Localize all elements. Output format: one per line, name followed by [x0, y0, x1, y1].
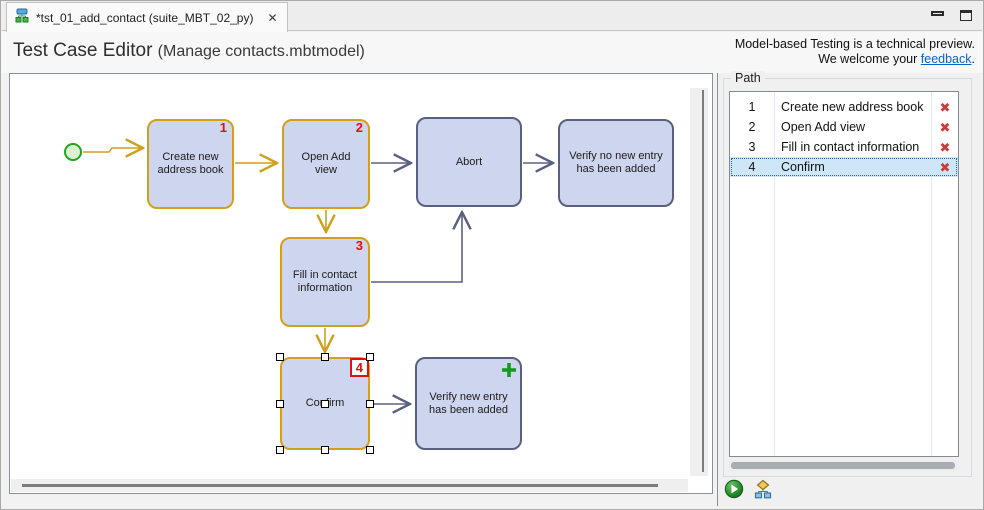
start-node[interactable] [64, 143, 82, 161]
tab-strip: *tst_01_add_contact (suite_MBT_02_py) ✕ [2, 1, 982, 32]
node-create-new-address-book[interactable]: 1 Create new address book [147, 119, 234, 209]
path-step-row-selected[interactable]: 4 Confirm ✖ [730, 157, 958, 177]
node-abort[interactable]: Abort [416, 117, 522, 207]
canvas-horizontal-scrollbar[interactable] [11, 479, 688, 492]
horizontal-scroll-thumb[interactable] [22, 484, 658, 487]
selection-handle[interactable] [276, 353, 284, 361]
notice-line2: We welcome your feedback. [818, 52, 975, 66]
node-fill-in-contact-information[interactable]: 3 Fill in contact information [280, 237, 370, 327]
node-verify-no-new-entry[interactable]: Verify no new entry has been added [558, 119, 674, 207]
page-title: Test Case Editor (Manage contacts.mbtmod… [13, 40, 365, 61]
maximize-icon[interactable] [960, 10, 972, 21]
diagram-canvas[interactable]: 1 Create new address book 2 Open Add vie… [9, 73, 713, 494]
page-subtitle: (Manage contacts.mbtmodel) [157, 43, 365, 60]
step-number-badge: 1 [219, 120, 227, 135]
editor-header: Test Case Editor (Manage contacts.mbtmod… [1, 32, 983, 73]
connector-start-to-create[interactable] [83, 148, 143, 152]
selection-handle[interactable] [276, 446, 284, 454]
connector-layer [83, 74, 700, 474]
node-confirm[interactable]: 4 Confirm [276, 353, 374, 454]
path-step-row[interactable]: 3 Fill in contact information ✖ [730, 137, 958, 157]
path-steps-table[interactable]: 1 Create new address book ✖ 2 Open Add v… [729, 91, 959, 457]
selection-handle[interactable] [366, 353, 374, 361]
path-table-scroll-thumb[interactable] [731, 462, 955, 469]
model-tree-icon-button[interactable] [753, 479, 773, 499]
path-step-row[interactable]: 1 Create new address book ✖ [730, 97, 958, 117]
step-number-badge-boxed: 4 [349, 358, 369, 377]
vertical-scroll-thumb[interactable] [702, 90, 704, 472]
step-number-badge: 2 [355, 120, 363, 135]
tab-close-icon[interactable]: ✕ [267, 10, 278, 25]
node-label: Create new address book [157, 151, 224, 176]
path-step-row[interactable]: 2 Open Add view ✖ [730, 117, 958, 137]
feedback-link[interactable]: feedback [920, 52, 972, 66]
step-index: 3 [748, 140, 756, 154]
step-label: Open Add view [781, 120, 866, 134]
path-panel: Path 1 Create new address book ✖ 2 Open … [717, 71, 980, 506]
node-label: Open Add view [301, 151, 351, 176]
selection-handle[interactable] [366, 399, 374, 408]
step-number-badge: 3 [355, 238, 363, 253]
minimize-icon[interactable] [931, 11, 944, 16]
delete-step-icon[interactable]: ✖ [939, 159, 951, 175]
step-index: 4 [748, 160, 756, 174]
path-table-scrollbar[interactable] [729, 460, 959, 471]
step-index: 1 [748, 100, 756, 114]
step-label: Fill in contact information [781, 140, 920, 154]
step-label: Confirm [781, 160, 825, 174]
path-groupbox: Path 1 Create new address book ✖ 2 Open … [723, 71, 972, 477]
connector-fillin-to-abort[interactable] [371, 212, 462, 283]
selection-handle[interactable] [276, 399, 284, 408]
run-test-button[interactable] [724, 479, 744, 499]
delete-step-icon[interactable]: ✖ [939, 119, 951, 135]
selection-handle[interactable] [321, 399, 329, 408]
selection-handle[interactable] [321, 353, 329, 361]
model-tree-icon [14, 7, 30, 28]
delete-step-icon[interactable]: ✖ [939, 99, 951, 115]
node-label: Verify new entry has been added [429, 390, 508, 416]
notice-line1: Model-based Testing is a technical previ… [734, 37, 975, 51]
node-label: Verify no new entry has been added [569, 150, 663, 175]
node-verify-new-entry[interactable]: Verify new entry has been added [415, 357, 522, 450]
editor-tab[interactable]: *tst_01_add_contact (suite_MBT_02_py) ✕ [6, 2, 288, 32]
plus-icon [501, 362, 517, 382]
selection-handle[interactable] [366, 446, 374, 454]
node-open-add-view[interactable]: 2 Open Add view [282, 119, 370, 209]
path-group-title: Path [731, 71, 765, 85]
step-label: Create new address book [781, 100, 924, 114]
node-label: Fill in contact information [292, 269, 358, 294]
delete-step-icon[interactable]: ✖ [939, 139, 951, 155]
selection-handle[interactable] [321, 446, 329, 454]
canvas-vertical-scrollbar[interactable] [690, 88, 708, 476]
path-actions [724, 479, 773, 499]
node-label: Abort [455, 155, 483, 168]
step-index: 2 [748, 120, 756, 134]
tab-title: *tst_01_add_contact (suite_MBT_02_py) [36, 10, 254, 25]
preview-notice: Model-based Testing is a technical previ… [735, 37, 975, 67]
